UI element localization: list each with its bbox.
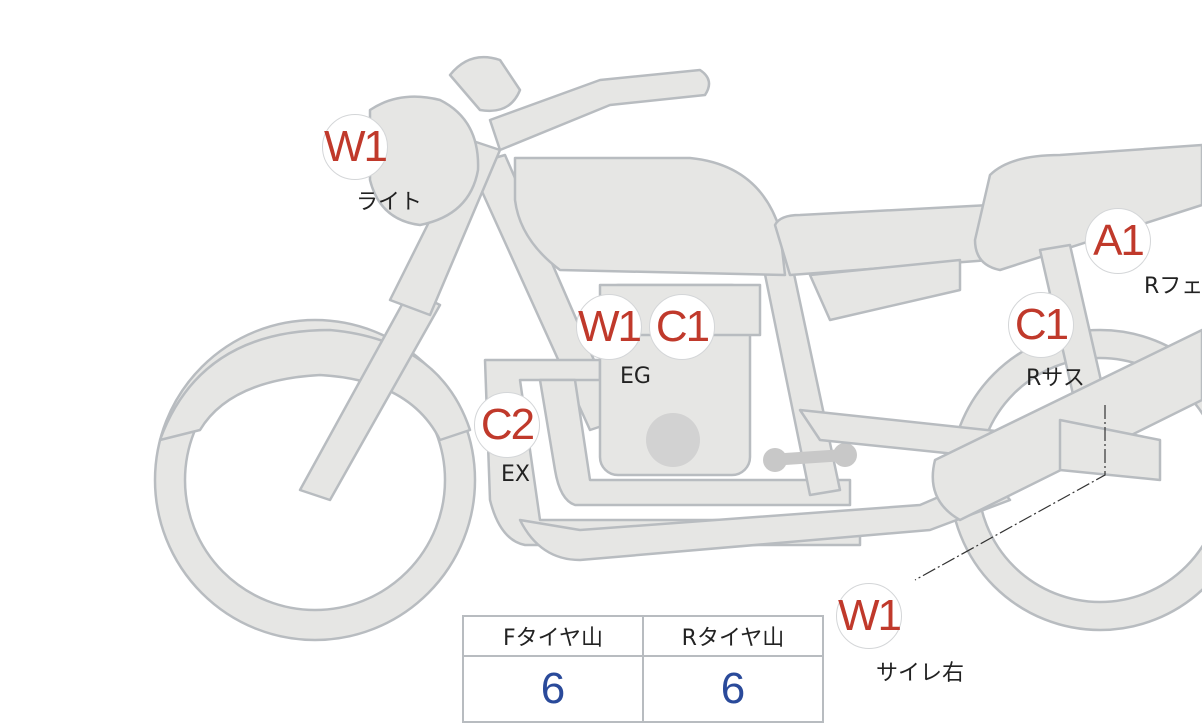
label-light: ライト [356, 190, 423, 215]
marker-silencer-code: W1 [836, 583, 902, 649]
marker-engine-w-code: W1 [576, 294, 642, 360]
front-tire-tread-header: Fタイヤ山 [462, 615, 644, 657]
label-exhaust: EX [501, 462, 530, 487]
label-rear-suspension: Rサス [1026, 366, 1085, 391]
label-rear-fender: Rフェ [1144, 274, 1202, 299]
headlight [368, 95, 480, 227]
marker-rear-fender-code: A1 [1085, 208, 1151, 274]
marker-exhaust-code: C2 [474, 392, 540, 458]
fuel-tank [513, 156, 787, 277]
marker-engine-c-code: C1 [649, 294, 715, 360]
label-engine: EG [620, 364, 651, 389]
front-tire-tread-value: 6 [462, 655, 644, 723]
rear-tire-tread-value: 6 [642, 655, 824, 723]
marker-light-code: W1 [322, 114, 388, 180]
label-silencer: サイレ右 [876, 661, 965, 686]
tire-tread-table: Fタイヤ山 Rタイヤ山 6 6 [462, 615, 824, 723]
marker-rear-suspension-code: C1 [1008, 292, 1074, 358]
rear-tire-tread-header: Rタイヤ山 [642, 615, 824, 657]
